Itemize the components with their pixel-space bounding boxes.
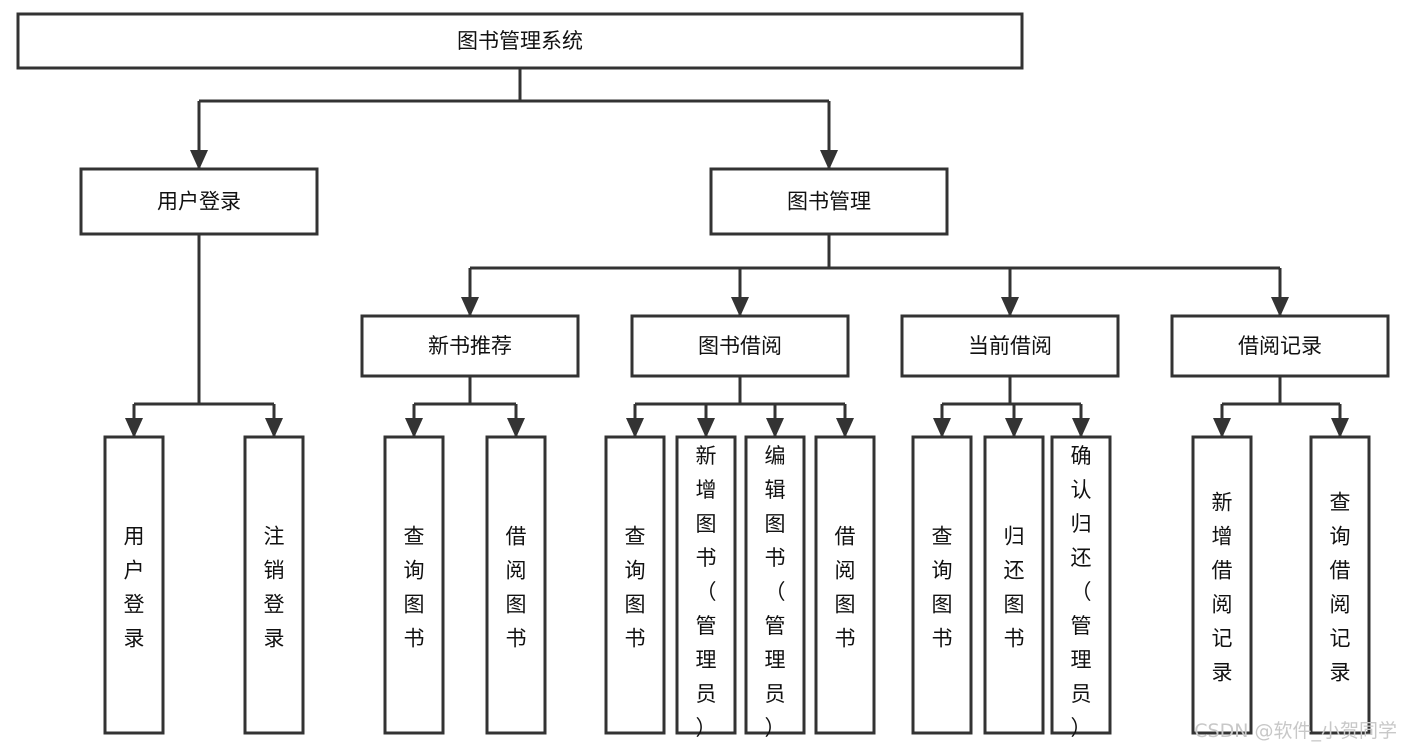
node-label-l-bb-borrow: 借阅图书 <box>835 525 856 651</box>
node-borrow-record[interactable]: 借阅记录 <box>1170 314 1390 378</box>
node-box-l-nbr-query[interactable] <box>383 435 445 735</box>
nodes-layer: 图书管理系统用户登录图书管理新书推荐图书借阅当前借阅借阅记录用户登录注销登录查询… <box>16 12 1390 740</box>
node-current-borrow[interactable]: 当前借阅 <box>900 314 1120 378</box>
arrow-head-icon-l-cb-confirm <box>1072 418 1090 438</box>
node-leaf-user-logout[interactable]: 注销登录 <box>243 435 305 735</box>
arrow-head-icon-user-login <box>190 150 208 170</box>
node-box-borrow-record[interactable] <box>1170 314 1390 378</box>
node-book-borrow[interactable]: 图书借阅 <box>630 314 850 378</box>
node-label-book-manage: 图书管理 <box>787 190 871 214</box>
arrow-head-icon-l-cb-return <box>1005 418 1023 438</box>
node-leaf-user-login[interactable]: 用户登录 <box>103 435 165 735</box>
node-label-l-nbr-query: 查询图书 <box>404 525 425 651</box>
node-label-user-login: 用户登录 <box>157 190 241 214</box>
node-box-l-br-add[interactable] <box>1191 435 1253 735</box>
node-box-book-borrow[interactable] <box>630 314 850 378</box>
arrow-head-icon-book-borrow <box>731 297 749 317</box>
csdn-watermark: CSDN @软件_小贺同学 <box>1194 720 1397 742</box>
node-l-cb-confirm[interactable]: 确认归还（管理员） <box>1050 435 1112 740</box>
node-l-bb-borrow[interactable]: 借阅图书 <box>814 435 876 735</box>
node-label-borrow-record: 借阅记录 <box>1238 334 1322 358</box>
node-user-login[interactable]: 用户登录 <box>79 167 319 236</box>
arrow-head-icon-leaf-user-login <box>125 418 143 438</box>
node-label-l-bb-add: 新增图书（管理员） <box>696 444 717 740</box>
node-box-l-cb-query[interactable] <box>911 435 973 735</box>
node-box-l-cb-return[interactable] <box>983 435 1045 735</box>
node-root[interactable]: 图书管理系统 <box>16 12 1024 70</box>
node-box-book-manage[interactable] <box>709 167 949 236</box>
arrow-head-icon-leaf-user-logout <box>265 418 283 438</box>
node-label-l-cb-return: 归还图书 <box>1004 525 1025 651</box>
arrow-head-icon-borrow-record <box>1271 297 1289 317</box>
node-label-leaf-user-login: 用户登录 <box>124 525 145 651</box>
node-box-l-nbr-borrow[interactable] <box>485 435 547 735</box>
arrow-head-icon-l-bb-add <box>697 418 715 438</box>
node-book-manage[interactable]: 图书管理 <box>709 167 949 236</box>
node-l-nbr-query[interactable]: 查询图书 <box>383 435 445 735</box>
node-box-leaf-user-login[interactable] <box>103 435 165 735</box>
arrow-head-icon-l-br-add <box>1213 418 1231 438</box>
arrow-head-icon-new-book-rec <box>461 297 479 317</box>
arrow-head-icon-current-borrow <box>1001 297 1019 317</box>
node-box-l-bb-add[interactable] <box>675 435 737 735</box>
node-l-bb-query[interactable]: 查询图书 <box>604 435 666 735</box>
arrow-head-icon-l-bb-borrow <box>836 418 854 438</box>
node-box-l-bb-borrow[interactable] <box>814 435 876 735</box>
node-label-l-bb-query: 查询图书 <box>625 525 646 651</box>
node-box-l-bb-edit[interactable] <box>744 435 806 735</box>
node-label-l-cb-query: 查询图书 <box>932 525 953 651</box>
node-label-l-bb-edit: 编辑图书（管理员） <box>765 444 786 740</box>
node-l-br-add[interactable]: 新增借阅记录 <box>1191 435 1253 735</box>
arrow-head-icon-l-nbr-query <box>405 418 423 438</box>
arrow-head-icon-l-bb-query <box>626 418 644 438</box>
arrow-head-icon-l-nbr-borrow <box>507 418 525 438</box>
node-label-l-br-query: 查询借阅记录 <box>1330 491 1351 685</box>
node-label-root: 图书管理系统 <box>457 29 583 53</box>
arrow-head-icon-l-bb-edit <box>766 418 784 438</box>
arrow-head-icon-l-cb-query <box>933 418 951 438</box>
node-box-l-br-query[interactable] <box>1309 435 1371 735</box>
arrow-head-icon-book-manage <box>820 150 838 170</box>
node-box-l-bb-query[interactable] <box>604 435 666 735</box>
node-l-bb-edit[interactable]: 编辑图书（管理员） <box>744 435 806 740</box>
node-l-bb-add[interactable]: 新增图书（管理员） <box>675 435 737 740</box>
node-label-book-borrow: 图书借阅 <box>698 334 782 358</box>
arrow-head-icon-l-br-query <box>1331 418 1349 438</box>
node-box-user-login[interactable] <box>79 167 319 236</box>
node-box-leaf-user-logout[interactable] <box>243 435 305 735</box>
node-l-br-query[interactable]: 查询借阅记录 <box>1309 435 1371 735</box>
node-box-new-book-rec[interactable] <box>360 314 580 378</box>
node-l-cb-query[interactable]: 查询图书 <box>911 435 973 735</box>
connectors-layer <box>125 68 1349 438</box>
node-label-l-br-add: 新增借阅记录 <box>1212 491 1233 685</box>
node-label-l-cb-confirm: 确认归还（管理员） <box>1071 444 1092 740</box>
node-l-nbr-borrow[interactable]: 借阅图书 <box>485 435 547 735</box>
node-box-root[interactable] <box>16 12 1024 70</box>
node-label-leaf-user-logout: 注销登录 <box>264 525 285 651</box>
node-l-cb-return[interactable]: 归还图书 <box>983 435 1045 735</box>
node-label-current-borrow: 当前借阅 <box>968 334 1052 358</box>
node-box-l-cb-confirm[interactable] <box>1050 435 1112 735</box>
node-label-l-nbr-borrow: 借阅图书 <box>506 525 527 651</box>
node-new-book-rec[interactable]: 新书推荐 <box>360 314 580 378</box>
node-box-current-borrow[interactable] <box>900 314 1120 378</box>
node-label-new-book-rec: 新书推荐 <box>428 334 512 358</box>
